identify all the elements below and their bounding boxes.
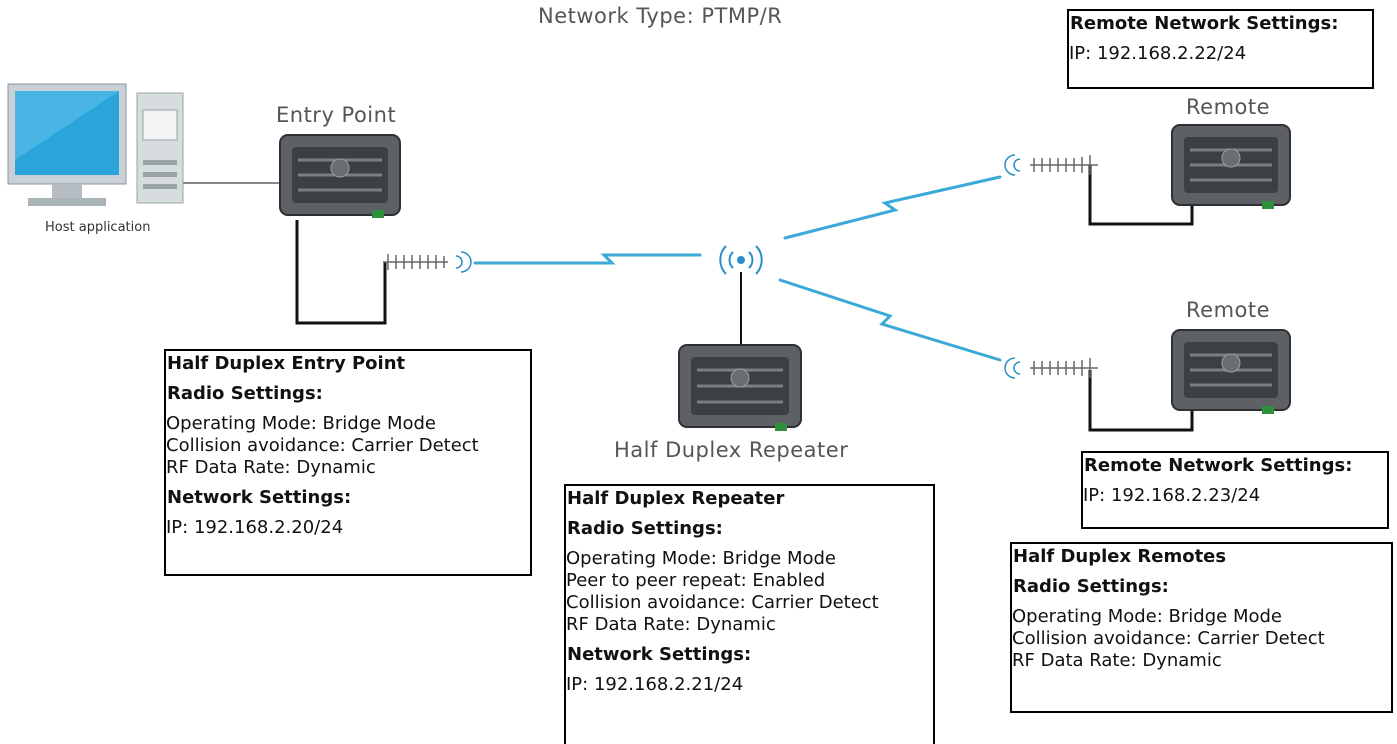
repeater-rf-rate: RF Data Rate: Dynamic (566, 614, 776, 635)
remote-top-signal-icon (1004, 154, 1021, 176)
remote-top-antenna-icon (1030, 155, 1098, 175)
entry-antenna-icon (383, 254, 448, 270)
entry-radio-heading: Radio Settings: (167, 383, 323, 404)
repeater-signal-icon (719, 245, 763, 275)
remotes-collision: Collision avoidance: Carrier Detect (1012, 628, 1325, 649)
remote-bottom-label: Remote (1186, 298, 1271, 322)
entry-signal-icon (455, 251, 472, 273)
entry-box-heading: Half Duplex Entry Point (167, 353, 406, 374)
entry-network-heading: Network Settings: (167, 487, 352, 508)
remotes-radio-heading: Radio Settings: (1013, 576, 1169, 597)
desktop-computer-icon (7, 83, 184, 206)
repeater-label: Half Duplex Repeater (614, 438, 849, 462)
repeater-settings-box: Half Duplex Repeater Radio Settings: Ope… (564, 484, 935, 744)
remote-bottom-ip: IP: 192.168.2.23/24 (1083, 485, 1261, 506)
remote-top-label: Remote (1186, 95, 1271, 119)
remote-top-network-box: Remote Network Settings: IP: 192.168.2.2… (1067, 9, 1374, 89)
radio-link-repeater-remote-top (783, 175, 1002, 240)
repeater-ip: IP: 192.168.2.21/24 (566, 674, 744, 695)
entry-operating-mode: Operating Mode: Bridge Mode (166, 413, 436, 434)
remote-top-ip: IP: 192.168.2.22/24 (1069, 43, 1247, 64)
repeater-box-heading: Half Duplex Repeater (567, 488, 785, 509)
diagram-title: Network Type: PTMP/R (538, 4, 783, 28)
remote-bottom-antenna-icon (1030, 358, 1098, 378)
remotes-rf-rate: RF Data Rate: Dynamic (1012, 650, 1222, 671)
entry-collision: Collision avoidance: Carrier Detect (166, 435, 479, 456)
repeater-collision: Collision avoidance: Carrier Detect (566, 592, 879, 613)
entry-point-radio-icon (279, 134, 401, 218)
remote-top-radio-icon (1171, 124, 1291, 209)
entry-antenna-cable (295, 220, 387, 325)
entry-rf-rate: RF Data Rate: Dynamic (166, 457, 376, 478)
repeater-radio-heading: Radio Settings: (567, 518, 723, 539)
remote-bottom-radio-icon (1171, 329, 1291, 414)
entry-ip: IP: 192.168.2.20/24 (166, 517, 344, 538)
remote-bottom-heading: Remote Network Settings: (1084, 455, 1353, 476)
remotes-settings-box: Half Duplex Remotes Radio Settings: Oper… (1010, 542, 1393, 713)
entry-point-label: Entry Point (276, 103, 397, 127)
repeater-operating-mode: Operating Mode: Bridge Mode (566, 548, 836, 569)
remotes-operating-mode: Operating Mode: Bridge Mode (1012, 606, 1282, 627)
remote-top-cable (1088, 165, 1194, 226)
radio-link-entry-repeater (473, 253, 702, 265)
remote-bottom-cable (1088, 370, 1194, 432)
remotes-box-heading: Half Duplex Remotes (1013, 546, 1227, 567)
remote-bottom-network-box: Remote Network Settings: IP: 192.168.2.2… (1081, 451, 1389, 529)
repeater-peer: Peer to peer repeat: Enabled (566, 570, 826, 591)
remote-top-heading: Remote Network Settings: (1070, 13, 1339, 34)
host-application-label: Host application (45, 220, 151, 235)
entry-point-settings-box: Half Duplex Entry Point Radio Settings: … (164, 349, 532, 576)
radio-link-repeater-remote-bottom (778, 278, 1002, 362)
repeater-network-heading: Network Settings: (567, 644, 752, 665)
repeater-radio-icon (678, 344, 802, 431)
remote-bottom-signal-icon (1004, 357, 1021, 379)
